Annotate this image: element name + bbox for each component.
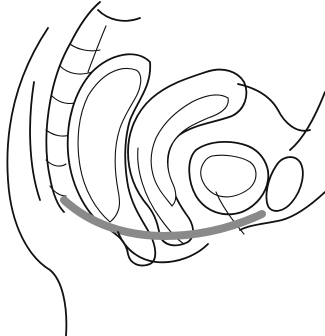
vertebra-1 <box>70 44 100 51</box>
abdominal-wall <box>290 92 325 150</box>
vertebra-2 <box>60 66 92 74</box>
sacrum-anterior-line <box>98 10 140 21</box>
spine-posterior-line <box>30 82 40 200</box>
abdomen-front-upper <box>238 84 310 131</box>
pubic-bone <box>266 157 302 211</box>
vertebra-5 <box>46 160 66 166</box>
